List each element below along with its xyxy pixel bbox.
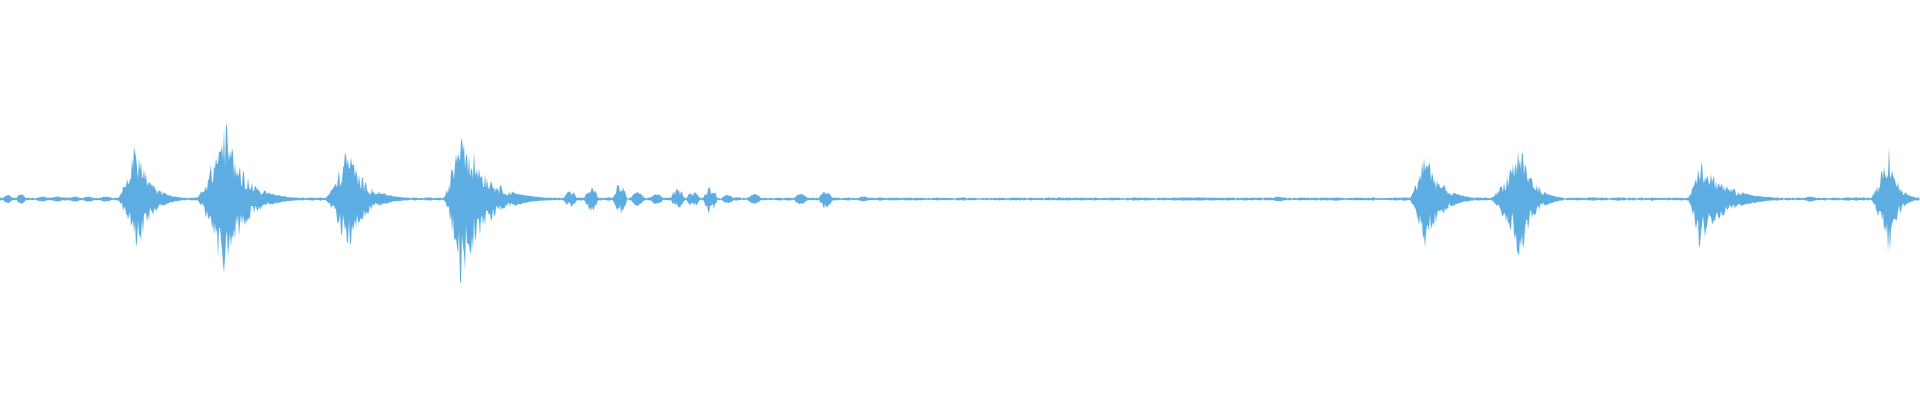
waveform-path [0,123,1919,283]
